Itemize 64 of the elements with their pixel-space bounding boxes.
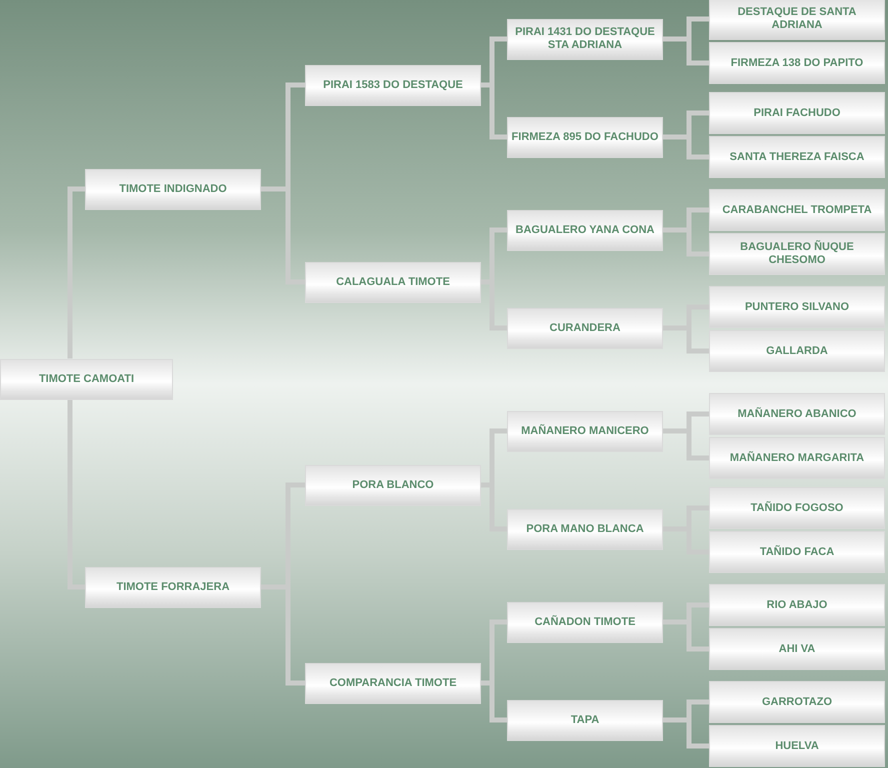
name-box — [709, 584, 885, 626]
name-box — [709, 42, 885, 84]
node-label: PIRAI 1583 DO DESTAQUE — [323, 78, 463, 92]
node-label: SANTA THEREZA FAISCA — [730, 150, 864, 164]
node-label: BAGUALERO ÑUQUE CHESOMO — [739, 241, 855, 267]
connector-line — [68, 400, 85, 590]
name-box — [85, 168, 261, 210]
name-box — [507, 700, 663, 740]
node-label: MAÑANERO MARGARITA — [730, 452, 864, 464]
node-label: TAPA — [570, 714, 600, 726]
node-label: GARROTAZO — [762, 696, 832, 708]
name-box — [709, 92, 885, 134]
name-box — [709, 393, 885, 435]
node-label: CALAGUALA TIMOTE — [336, 276, 450, 288]
name-box — [507, 602, 663, 642]
node-label: DESTAQUE DE SANTA ADRIANA — [736, 6, 858, 32]
node-label: CURANDERA — [550, 322, 620, 334]
node-label: TAÑIDO FOGOSO — [750, 502, 844, 514]
name-box — [507, 308, 663, 348]
name-box — [709, 286, 885, 328]
name-box — [507, 210, 663, 250]
node-label: BAGUALERO YANA CONA — [516, 224, 654, 236]
node-label: RIO ABAJO — [766, 598, 828, 612]
node-label: TIMOTE INDIGNADO — [119, 182, 227, 196]
name-box — [305, 662, 481, 704]
name-box — [709, 487, 885, 529]
node-label: TIMOTE FORRAJERA — [116, 580, 230, 594]
name-box — [709, 531, 885, 573]
connector-line — [68, 186, 85, 358]
node-label: PIRAI 1431 DO DESTAQUE STA ADRIANA — [514, 26, 656, 52]
name-box — [507, 18, 663, 60]
node-label: CAÑADON TIMOTE — [534, 616, 636, 628]
node-label: MAÑANERO MANICERO — [521, 424, 649, 438]
name-box — [305, 262, 481, 302]
node-label: PORA MANO BLANCA — [526, 522, 644, 536]
node-label: GALLARDA — [766, 344, 828, 358]
node-label: PIRAI FACHUDO — [754, 106, 840, 120]
name-box — [709, 136, 885, 178]
name-box — [709, 0, 885, 40]
name-box — [0, 358, 173, 400]
name-box — [709, 330, 885, 372]
name-box — [507, 116, 663, 158]
name-box — [709, 437, 885, 479]
node-label: MAÑANERO ABANICO — [738, 408, 856, 420]
name-box — [507, 508, 663, 550]
node-label: AHI VA — [778, 642, 816, 656]
node-label: HUELVA — [775, 740, 819, 752]
node-label: FIRMEZA 138 DO PAPITO — [730, 56, 864, 70]
name-box — [85, 566, 261, 608]
name-box — [709, 628, 885, 670]
node-label: PORA BLANCO — [352, 478, 434, 492]
node-label: CARABANCHEL TROMPETA — [722, 204, 872, 216]
name-box — [709, 725, 885, 767]
node-label: TIMOTE CAMOATI — [38, 372, 134, 386]
name-box — [507, 410, 663, 452]
name-box — [305, 64, 481, 106]
name-box — [709, 189, 885, 231]
node-label: COMPARANCIA TIMOTE — [329, 676, 457, 690]
node-label: FIRMEZA 895 DO FACHUDO — [512, 130, 658, 144]
name-box — [709, 681, 885, 723]
node-label: PUNTERO SILVANO — [744, 300, 850, 314]
node-label: TAÑIDO FACA — [760, 546, 834, 558]
name-box — [305, 464, 481, 506]
name-box — [709, 233, 885, 275]
